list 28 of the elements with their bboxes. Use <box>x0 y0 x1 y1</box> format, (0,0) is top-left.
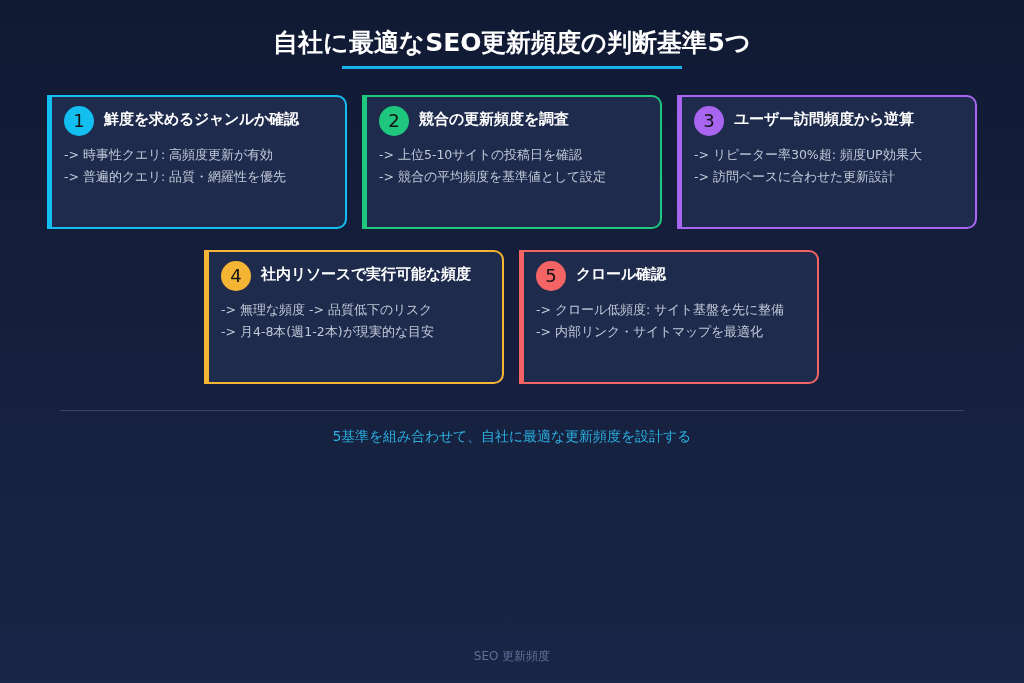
number-badge: 3 <box>694 106 724 136</box>
card-heading: ユーザー訪問頻度から逆算 <box>734 110 914 129</box>
criterion-card <box>204 250 504 384</box>
footer-text: SEO 更新頻度 <box>472 648 552 665</box>
card-heading: 社内リソースで実行可能な頻度 <box>261 265 471 284</box>
bullet-text: -> 月4-8本(週1-2本)が現実的な目安 <box>221 324 434 341</box>
summary-text: 5基準を組み合わせて、自社に最適な更新頻度を設計する <box>331 428 693 446</box>
criterion-card <box>519 250 819 384</box>
card-heading: 鮮度を求めるジャンルか確認 <box>104 110 299 129</box>
criterion-card <box>677 95 977 229</box>
bullet-text: -> 普遍的クエリ: 品質・網羅性を優先 <box>64 169 287 186</box>
number-badge: 5 <box>536 261 566 291</box>
card-heading: 競合の更新頻度を調査 <box>419 110 569 129</box>
card-heading: クロール確認 <box>576 265 666 284</box>
title: 自社に最適なSEO更新頻度の判断基準5つ <box>272 27 752 59</box>
bullet-text: -> 内部リンク・サイトマップを最適化 <box>536 324 763 341</box>
bullet-text: -> 競合の平均頻度を基準値として設定 <box>379 169 606 186</box>
bullet-text: -> 上位5-10サイトの投稿日を確認 <box>379 147 583 164</box>
criterion-card <box>47 95 347 229</box>
bullet-text: -> リピーター率30%超: 頻度UP効果大 <box>694 147 922 164</box>
bullet-text: -> 時事性クエリ: 高頻度更新が有効 <box>64 147 274 164</box>
number-badge: 2 <box>379 106 409 136</box>
bullet-text: -> 訪問ペースに合わせた更新設計 <box>694 169 895 186</box>
bullet-text: -> 無理な頻度 -> 品質低下のリスク <box>221 302 432 319</box>
bullet-text: -> クロール低頻度: サイト基盤を先に整備 <box>536 302 785 319</box>
criterion-card <box>362 95 662 229</box>
number-badge: 1 <box>64 106 94 136</box>
number-badge: 4 <box>221 261 251 291</box>
